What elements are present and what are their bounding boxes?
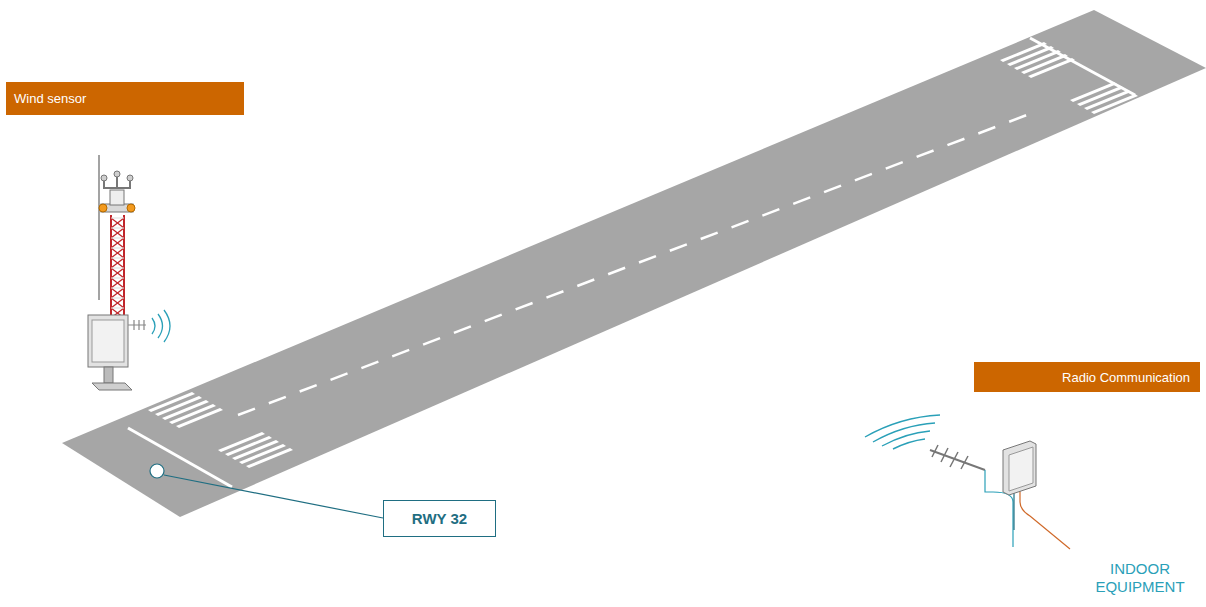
leader-line: [164, 475, 383, 518]
node-text: Radio Communication: [1062, 370, 1190, 385]
title-tag: Wind sensor: [6, 82, 244, 115]
node-text: Wind sensor: [14, 91, 86, 106]
radio-equipment: [865, 415, 1070, 549]
runway-point: [150, 464, 164, 478]
title-tag: Radio Communication: [974, 362, 1200, 392]
runway-markings: [128, 38, 1145, 487]
wind-sensor-tower: [88, 155, 170, 390]
callout-box: RWY 32: [383, 500, 496, 537]
equipment-label: INDOOR EQUIPMENT: [1080, 560, 1200, 596]
node-text: RWY 32: [412, 510, 467, 527]
